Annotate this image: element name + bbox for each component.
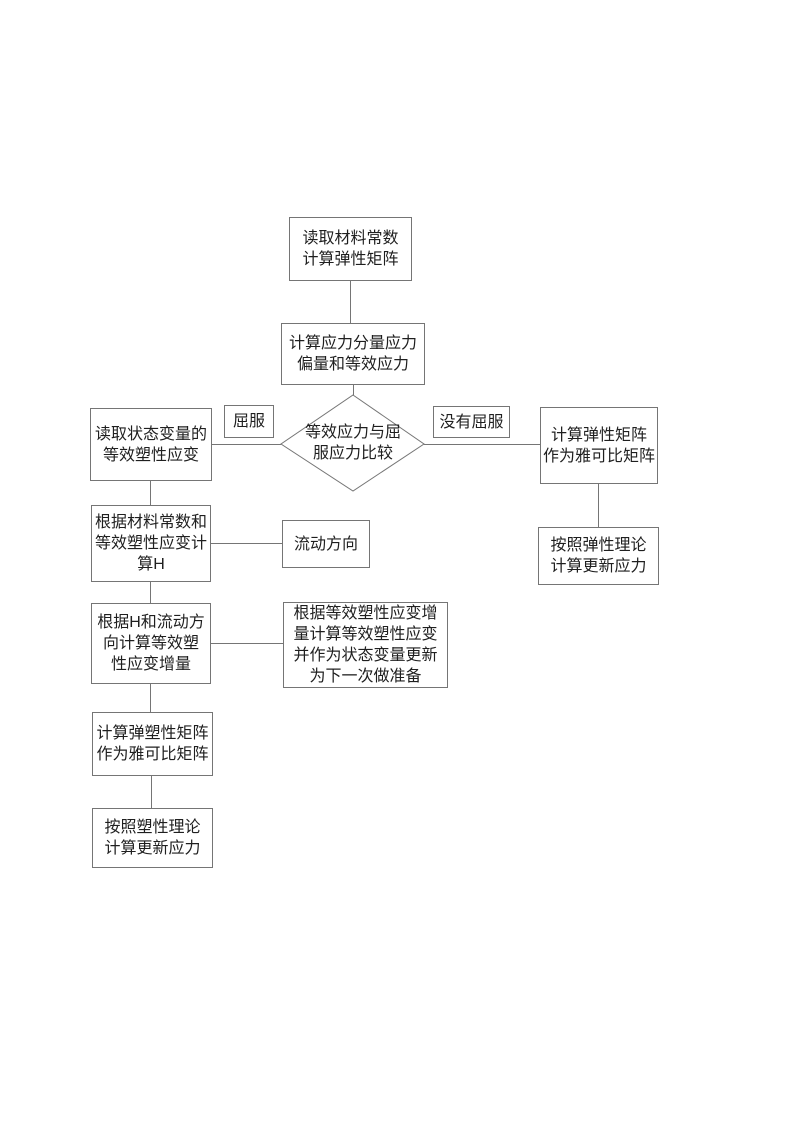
connector-stress-to-decision (353, 385, 354, 395)
node-read-material-constants-label: 读取材料常数 计算弹性矩阵 (302, 230, 399, 268)
node-elastoplastic-jacobian: 计算弹塑性矩阵 作为雅可比矩阵 (92, 712, 213, 776)
connector-increment-to-update-state (211, 643, 283, 644)
node-elastic-jacobian-label: 计算弹性矩阵 作为雅可比矩阵 (543, 426, 656, 465)
connector-start-to-stress (350, 281, 351, 323)
node-elastic-jacobian: 计算弹性矩阵 作为雅可比矩阵 (540, 407, 658, 484)
decision-diamond-shape (280, 394, 425, 492)
node-compute-stress-components: 计算应力分量应力 偏量和等效应力 (281, 323, 425, 385)
node-plastic-strain-increment: 根据H和流动方 向计算等效塑 性应变增量 (91, 603, 211, 684)
branch-label-no-yield: 没有屈服 (433, 406, 510, 438)
branch-label-no-yield-text: 没有屈服 (439, 413, 504, 431)
node-plastic-stress-update-label: 按照塑性理论 计算更新应力 (104, 819, 201, 857)
decision-node-label: 等效应力与屈 服应力比较 (304, 424, 401, 462)
node-compute-stress-components-label: 计算应力分量应力 偏量和等效应力 (288, 335, 417, 373)
node-flow-direction: 流动方向 (282, 520, 370, 568)
node-update-state-variable: 根据等效塑性应变增 量计算等效塑性应变 并作为状态变量更新 为下一次做准备 (283, 602, 448, 688)
connector-read-state-to-compute-h (150, 481, 151, 505)
node-compute-h: 根据材料常数和 等效塑性应变计 算H (91, 505, 211, 582)
node-plastic-strain-increment-label: 根据H和流动方 向计算等效塑 性应变增量 (97, 614, 205, 673)
connector-ep-jacobian-to-plastic-update (151, 776, 152, 808)
connector-elastic-jacobian-to-elastic-update (598, 484, 599, 527)
node-flow-direction-label: 流动方向 (293, 535, 358, 553)
branch-label-yield-text: 屈服 (232, 413, 265, 430)
node-plastic-stress-update: 按照塑性理论 计算更新应力 (92, 808, 213, 868)
connector-increment-to-ep-jacobian (150, 684, 151, 712)
node-read-material-constants: 读取材料常数 计算弹性矩阵 (289, 217, 412, 281)
connector-decision-to-elastic-jacobian (424, 444, 540, 445)
node-update-state-variable-label: 根据等效塑性应变增 量计算等效塑性应变 并作为状态变量更新 为下一次做准备 (293, 605, 438, 685)
branch-label-yield: 屈服 (224, 405, 274, 438)
node-elastic-stress-update-label: 按照弹性理论 计算更新应力 (550, 537, 647, 575)
connector-compute-h-to-increment (150, 582, 151, 603)
connector-decision-to-read-state (211, 444, 281, 445)
node-read-state-variables: 读取状态变量的 等效塑性应变 (90, 408, 212, 481)
node-compute-h-label: 根据材料常数和 等效塑性应变计 算H (94, 514, 207, 573)
node-read-state-variables-label: 读取状态变量的 等效塑性应变 (94, 425, 207, 464)
node-elastoplastic-jacobian-label: 计算弹塑性矩阵 作为雅可比矩阵 (96, 725, 209, 763)
node-elastic-stress-update: 按照弹性理论 计算更新应力 (538, 527, 659, 585)
connector-compute-h-to-flow-direction (211, 543, 282, 544)
